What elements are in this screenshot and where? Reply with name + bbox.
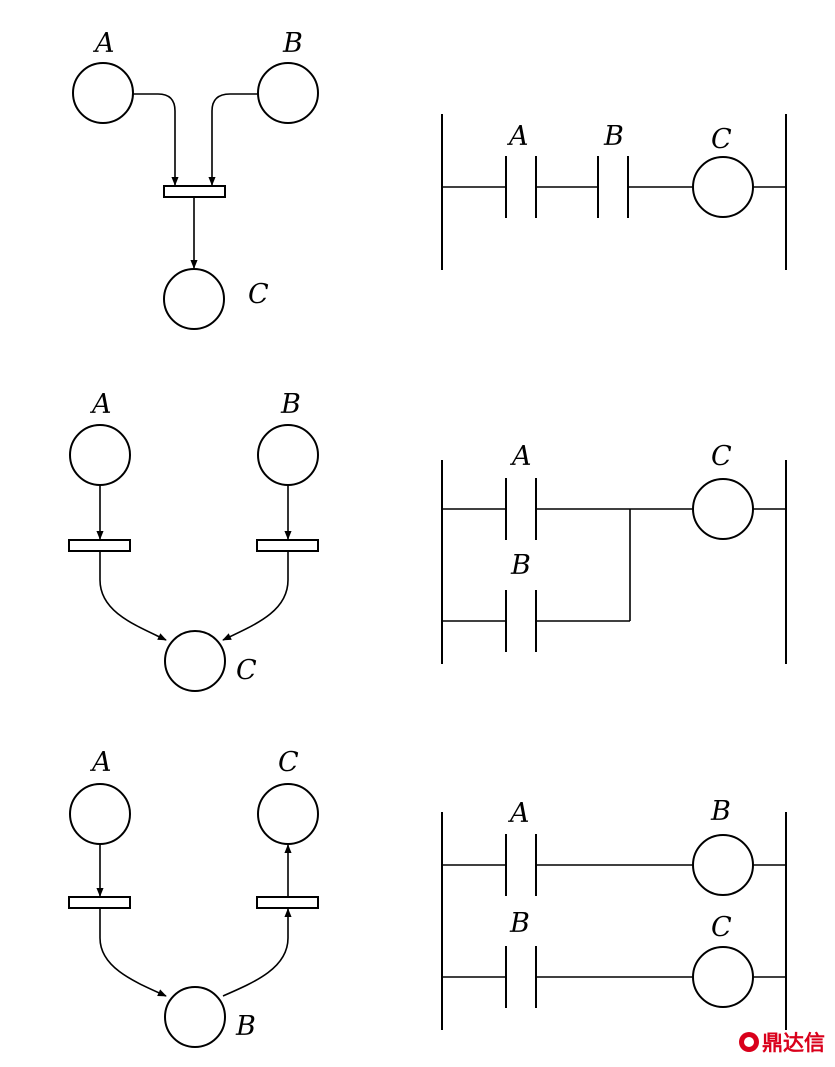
label-place-a: A — [92, 28, 115, 59]
arc-b-to-transition — [208, 93, 258, 186]
place-b — [257, 424, 319, 486]
row2-petri-net: A B C — [68, 389, 319, 692]
coil-b — [692, 834, 754, 896]
transition-a — [68, 896, 131, 909]
arc-b-to-transition — [222, 908, 292, 997]
coil-c — [692, 478, 754, 540]
transition-c — [256, 896, 319, 909]
label-place-b: B — [235, 1011, 256, 1042]
transition-a — [68, 539, 131, 552]
label-place-c: C — [278, 747, 299, 778]
row1-ladder: A B C — [441, 114, 787, 270]
label-place-b: B — [282, 28, 303, 59]
label-coil-b: B — [710, 796, 731, 827]
row3-petri-net: A C B — [68, 747, 319, 1048]
label-contact-a: A — [509, 441, 532, 472]
row1-petri-net: A B C — [72, 28, 319, 330]
label-coil-c: C — [711, 441, 732, 472]
place-c — [163, 268, 225, 330]
brand-logo-icon — [739, 1032, 759, 1052]
label-place-a: A — [89, 747, 112, 778]
label-contact-a: A — [507, 798, 530, 829]
place-a — [69, 783, 131, 845]
watermark: 鼎达信 — [739, 1027, 825, 1057]
place-c — [164, 630, 226, 692]
place-c — [257, 783, 319, 845]
label-coil-c: C — [711, 912, 732, 943]
transition-b — [256, 539, 319, 552]
row2-ladder: A B C — [441, 441, 787, 664]
label-place-c: C — [236, 655, 257, 686]
coil-c — [692, 156, 754, 218]
place-b — [164, 986, 226, 1048]
label-place-a: A — [89, 389, 112, 420]
arc-transition-to-b — [99, 908, 167, 997]
arc-transition-a-to-c — [99, 551, 167, 641]
label-contact-a: A — [506, 121, 529, 152]
label-contact-b: B — [509, 908, 530, 939]
label-contact-b: B — [510, 550, 531, 581]
transition — [163, 185, 226, 198]
coil-c — [692, 946, 754, 1008]
label-coil-c: C — [711, 124, 732, 155]
row3-ladder: A B B C — [441, 796, 787, 1030]
place-a — [69, 424, 131, 486]
place-b — [257, 62, 319, 124]
label-place-b: B — [280, 389, 301, 420]
arc-a-to-transition — [133, 93, 179, 186]
watermark-text: 鼎达信 — [762, 1031, 825, 1055]
arc-transition-b-to-c — [222, 551, 289, 641]
place-a — [72, 62, 134, 124]
label-place-c: C — [248, 279, 269, 310]
label-contact-b: B — [603, 121, 624, 152]
